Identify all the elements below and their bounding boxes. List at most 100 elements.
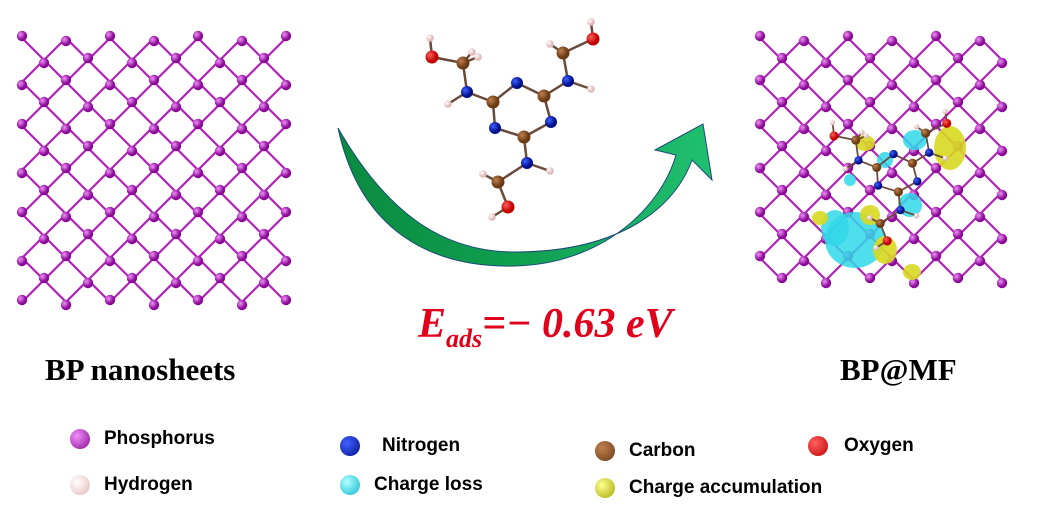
- carbon-atom: [486, 95, 500, 109]
- p-p-bond: [825, 81, 849, 105]
- phosphorus-atom: [148, 299, 160, 311]
- phosphorus-atom: [974, 35, 986, 47]
- p-p-bond: [153, 257, 177, 281]
- phosphorus-atom: [776, 52, 788, 64]
- carbon-atom: [517, 130, 531, 144]
- p-p-bond: [241, 81, 265, 105]
- phosphorus-atom: [776, 96, 788, 108]
- phosphorus-atom: [842, 30, 854, 42]
- phosphorus-atom: [148, 74, 160, 86]
- p-p-bond: [825, 169, 849, 193]
- phosphorus-atom: [192, 79, 204, 91]
- phosphorus-atom: [930, 74, 942, 86]
- phosphorus-atom: [82, 52, 94, 64]
- phosphorus-atom: [236, 74, 248, 86]
- p-p-bond: [913, 169, 937, 193]
- p-p-bond: [241, 169, 265, 193]
- bp-nanosheet-lattice: [16, 30, 292, 311]
- phosphorus-atom: [82, 189, 94, 201]
- phosphorus-atom: [820, 101, 832, 113]
- bp-mf-label: BP@MF: [840, 352, 957, 387]
- p-p-bond: [913, 81, 937, 105]
- p-p-bond: [781, 235, 805, 259]
- p-p-bond: [87, 147, 111, 171]
- p-p-bond: [263, 235, 287, 259]
- phosphorus-atom: [192, 167, 204, 179]
- phosphorus-atom: [776, 140, 788, 152]
- p-p-bond: [87, 235, 111, 259]
- p-p-bond: [43, 191, 67, 215]
- phosphorus-atom: [236, 162, 248, 174]
- phosphorus-atom: [820, 277, 832, 289]
- carbon-atom: [851, 135, 861, 145]
- nitrogen-sphere-icon: [340, 436, 360, 456]
- phosphorus-atom: [236, 211, 248, 223]
- phosphorus-atom: [996, 233, 1008, 245]
- phosphorus-atom: [974, 123, 986, 135]
- hydrogen-atom: [587, 85, 595, 93]
- phosphorus-atom: [798, 167, 810, 179]
- phosphorus-atom: [798, 35, 810, 47]
- nitrogen-atom: [562, 75, 574, 87]
- phosphorus-atom: [754, 250, 766, 262]
- oxygen-atom: [501, 200, 515, 214]
- p-p-bond: [219, 279, 243, 303]
- p-p-bond: [869, 59, 893, 83]
- nitrogen-atom: [511, 77, 523, 89]
- p-p-bond: [957, 59, 981, 83]
- phosphorus-atom: [280, 79, 292, 91]
- phosphorus-atom: [104, 294, 116, 306]
- p-p-bond: [21, 213, 45, 237]
- p-p-bond: [175, 235, 199, 259]
- nitrogen-atom: [873, 181, 883, 190]
- bp-nanosheets-label: BP nanosheets: [45, 352, 236, 387]
- p-p-bond: [153, 169, 177, 193]
- nitrogen-atom: [461, 86, 473, 98]
- phosphorus-atom: [16, 294, 28, 306]
- hydrogen-atom: [942, 155, 948, 161]
- phosphorus-atom: [952, 228, 964, 240]
- phosphorus-atom: [192, 294, 204, 306]
- phosphorus-atom: [886, 79, 898, 91]
- hydrogen-atom: [842, 166, 848, 172]
- nitrogen-atom: [925, 148, 934, 157]
- phosphorus-atom: [214, 96, 226, 108]
- phosphorus-atom: [60, 123, 72, 135]
- hydrogen-atom: [468, 48, 476, 56]
- phosphorus-atom: [974, 79, 986, 91]
- phosphorus-atom: [754, 206, 766, 218]
- phosphorus-atom: [996, 189, 1008, 201]
- phosphorus-atom: [82, 140, 94, 152]
- p-p-bond: [781, 103, 805, 127]
- legend-charge-loss: Charge loss: [340, 474, 483, 496]
- hydrogen-atom: [587, 18, 595, 26]
- phosphorus-atom: [170, 277, 182, 289]
- phosphorus-atom: [60, 162, 72, 174]
- phosphorus-atom: [16, 206, 28, 218]
- phosphorus-atom: [192, 206, 204, 218]
- carbon-atom: [456, 56, 470, 70]
- nitrogen-atom: [545, 116, 557, 128]
- phosphorus-atom: [996, 101, 1008, 113]
- phosphorus-atom: [864, 52, 876, 64]
- hydrogen-atom: [444, 100, 452, 108]
- oxygen-atom: [829, 131, 839, 141]
- phosphorus-atom: [258, 140, 270, 152]
- legend-charge-accumulation: Charge accumulation: [595, 477, 822, 499]
- p-p-bond: [43, 103, 67, 127]
- phosphorus-atom: [798, 255, 810, 267]
- phosphorus-atom: [996, 277, 1008, 289]
- phosphorus-atom: [258, 52, 270, 64]
- legend-hydrogen: Hydrogen: [70, 474, 193, 496]
- p-p-bond: [131, 279, 155, 303]
- phosphorus-atom: [908, 57, 920, 69]
- phosphorus-atom: [38, 184, 50, 196]
- phosphorus-atom: [842, 118, 854, 130]
- phosphorus-atom: [776, 184, 788, 196]
- p-p-bond: [43, 279, 67, 303]
- phosphorus-atom: [148, 162, 160, 174]
- phosphorus-atom: [104, 79, 116, 91]
- p-p-bond: [131, 103, 155, 127]
- hydrogen-atom: [867, 215, 873, 221]
